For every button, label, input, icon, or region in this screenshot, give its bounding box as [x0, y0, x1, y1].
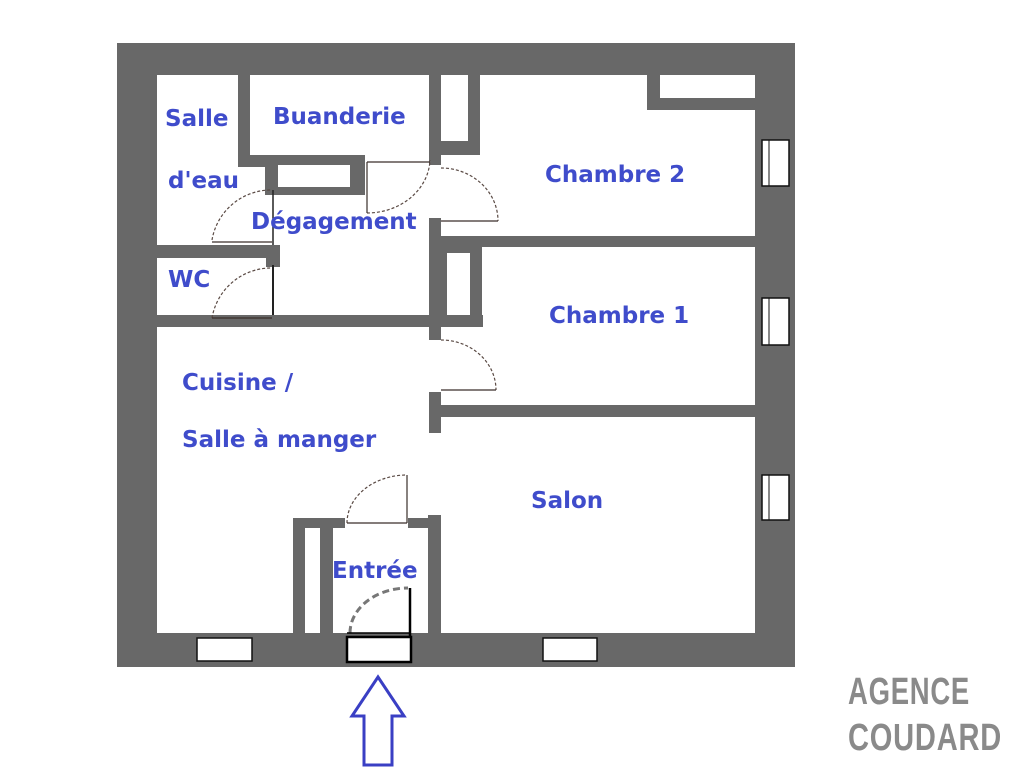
entrance-door — [345, 588, 413, 664]
label-wc: WC — [168, 267, 210, 293]
label-cuisine: Cuisine / — [182, 370, 294, 396]
logo-line-2: COUDARD — [848, 717, 1002, 759]
label-chambre-1: Chambre 1 — [549, 303, 689, 329]
label-salon: Salon — [531, 488, 603, 514]
entrance-arrow-icon — [349, 674, 407, 767]
label-degagement: Dégagement — [251, 209, 417, 235]
interior — [157, 75, 755, 633]
logo-line-1: AGENCE — [848, 671, 970, 713]
label-salle-eau: Salle — [165, 106, 228, 132]
label-chambre-2: Chambre 2 — [545, 162, 685, 188]
label-salle-a-manger: Salle à manger — [182, 427, 377, 453]
label-salle-eau-2: d'eau — [168, 168, 239, 194]
label-buanderie: Buanderie — [273, 104, 406, 130]
windows — [196, 139, 790, 662]
doors — [211, 159, 499, 634]
label-entree: Entrée — [332, 558, 418, 584]
